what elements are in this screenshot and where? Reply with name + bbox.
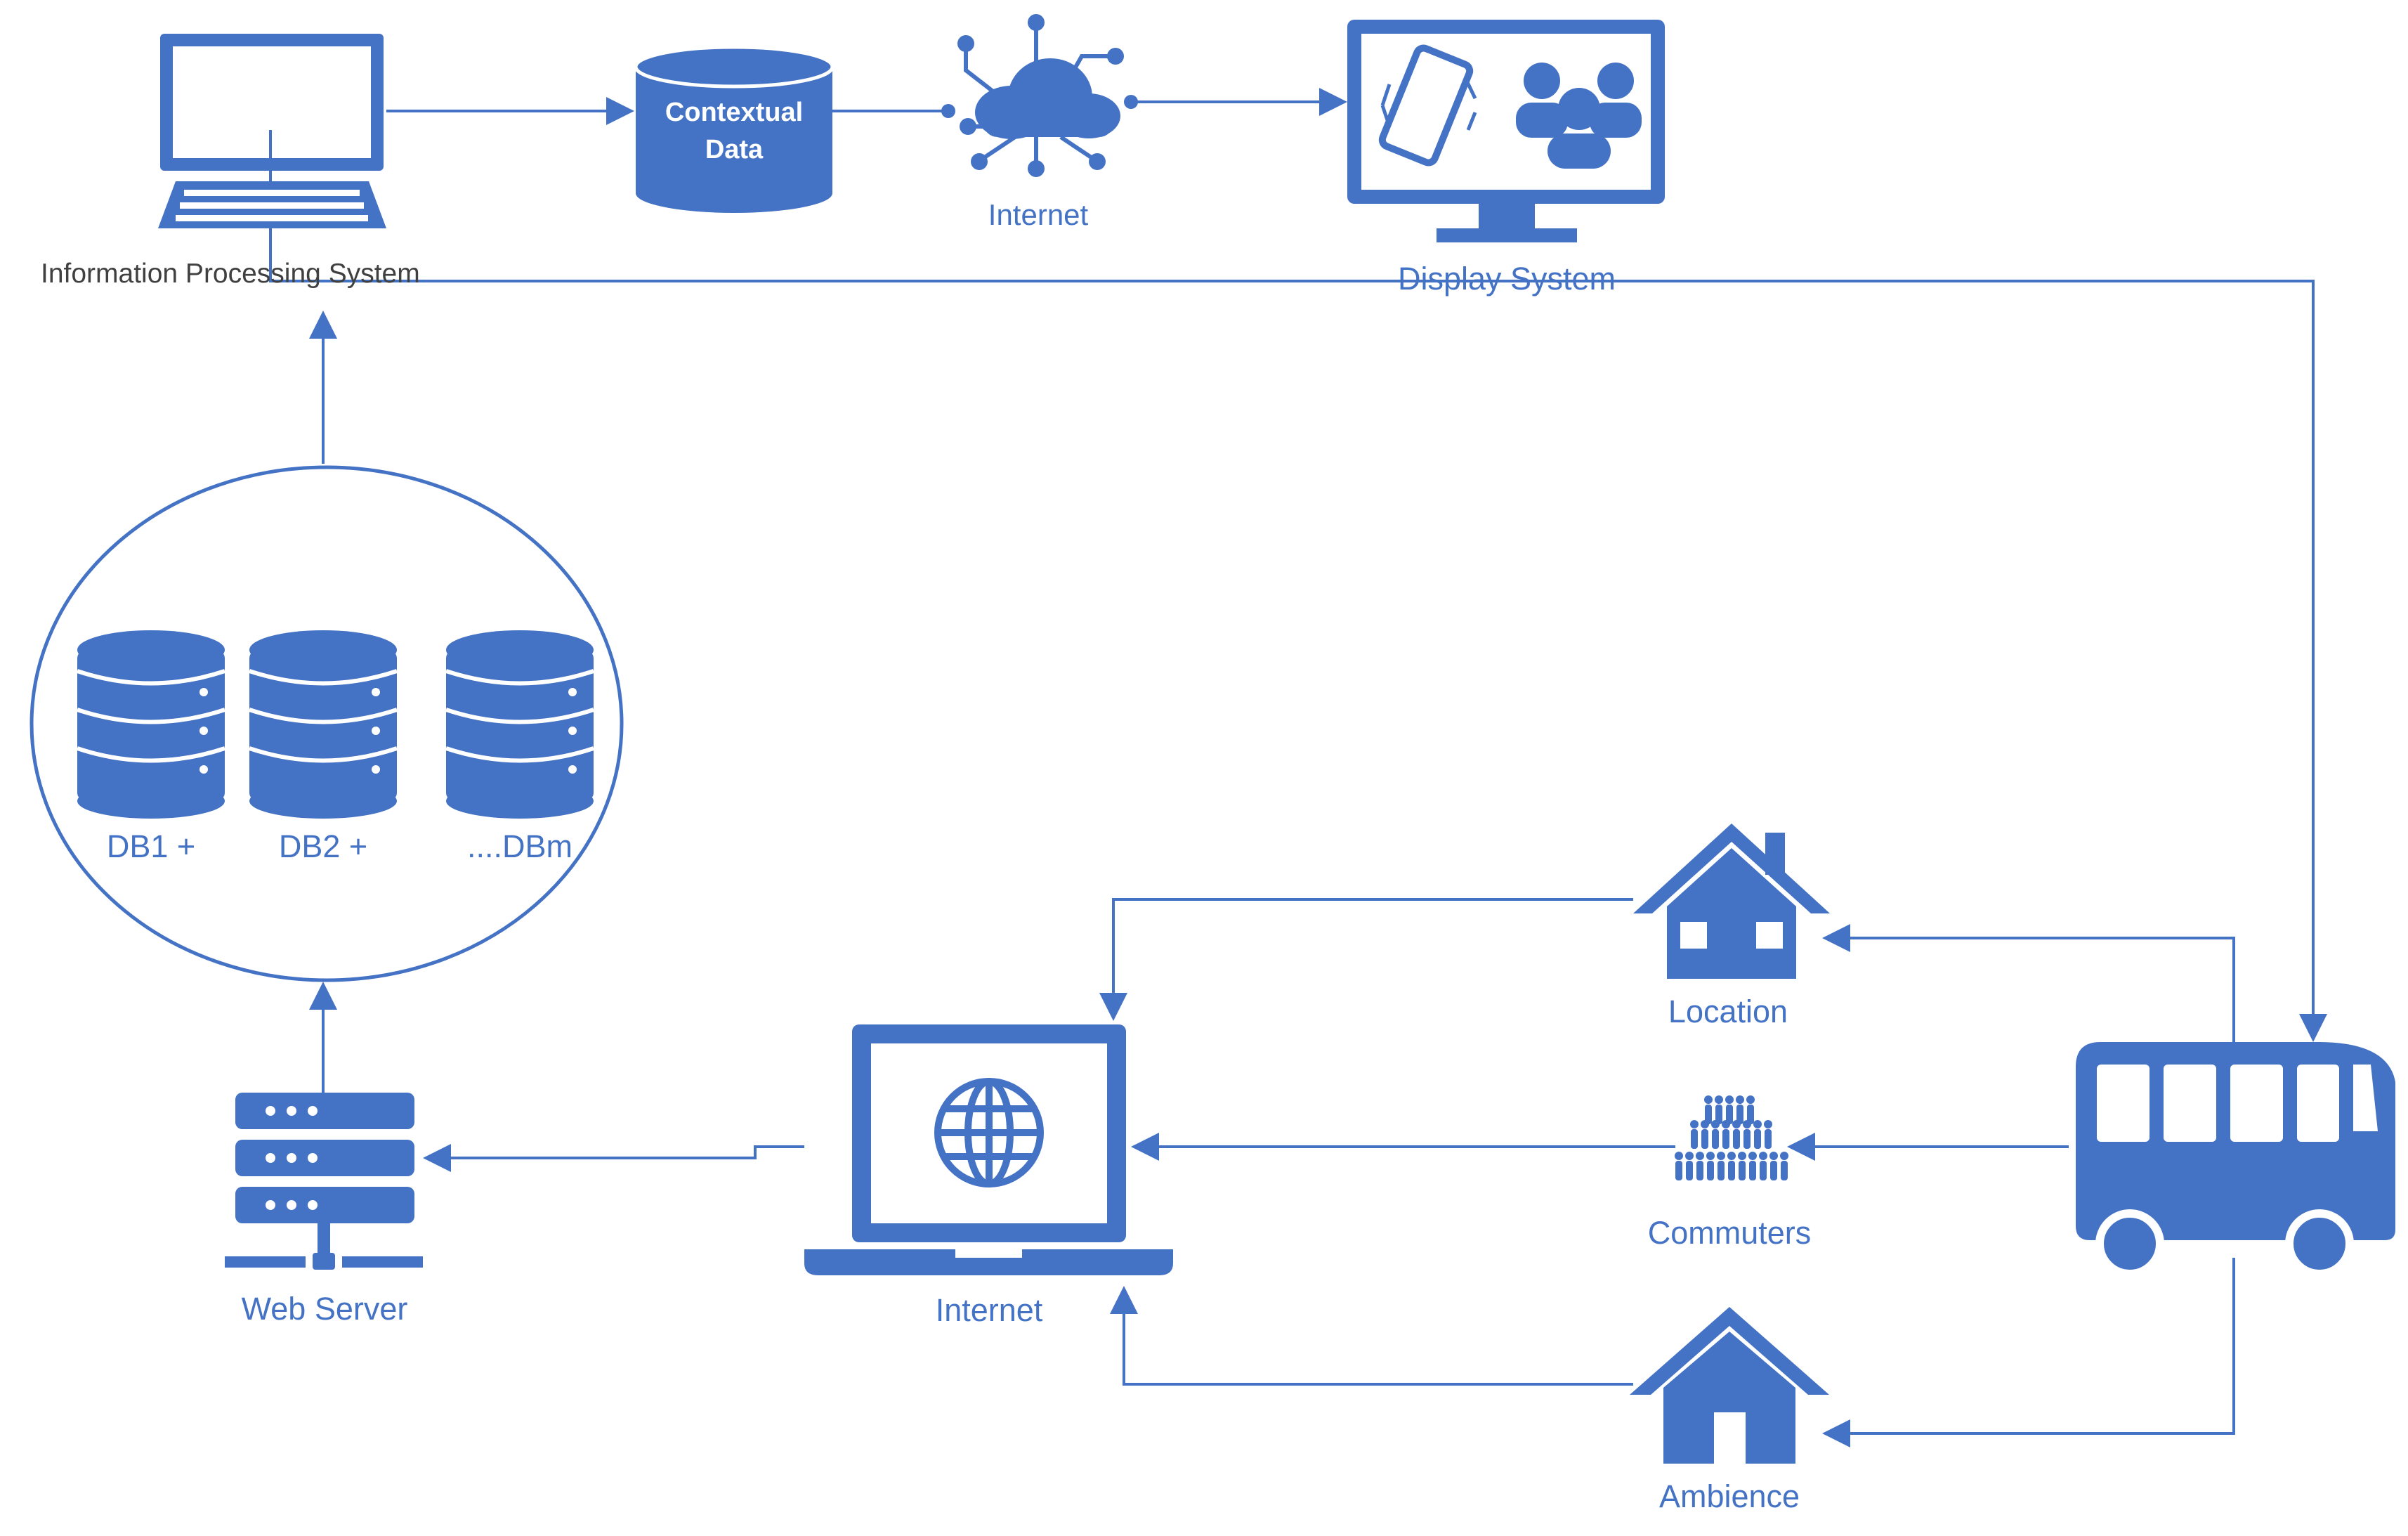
location-label: Location (1668, 994, 1788, 1029)
person-body (1765, 1129, 1772, 1149)
person-head (1780, 1152, 1788, 1160)
person-body (1722, 1129, 1729, 1149)
person-body (1747, 1105, 1754, 1124)
arrow-bus-to-location (1822, 924, 2235, 1054)
db2-label: DB2 + (279, 828, 367, 864)
crowd-icon (1675, 1095, 1788, 1180)
person-head (1725, 1095, 1734, 1104)
person-head (1732, 1120, 1741, 1128)
person-body (1760, 1161, 1767, 1180)
person-body (1675, 1161, 1682, 1180)
person-head (1743, 1120, 1751, 1128)
db1-label: DB1 + (107, 828, 195, 864)
desktop-computer-icon (158, 34, 386, 228)
ambience-house-icon (1630, 1307, 1829, 1464)
person-body (1733, 1129, 1740, 1149)
person-head (1706, 1152, 1715, 1160)
person-head (1696, 1152, 1704, 1160)
bus-icon (2076, 1042, 2395, 1278)
person-body (1736, 1105, 1743, 1124)
people-icon (1516, 63, 1642, 169)
monitor-display-icon (1347, 20, 1665, 242)
contextual-data-label-line2: Data (705, 135, 764, 164)
arrow-ambience-to-internet (1110, 1286, 1633, 1386)
person-head (1711, 1120, 1720, 1128)
server-rack-icon (225, 1093, 423, 1270)
person-body (1717, 1161, 1725, 1180)
database-icon-db1 (77, 630, 225, 819)
internet-cloud-label: Internet (988, 198, 1089, 231)
person-body (1701, 1129, 1708, 1149)
person-head (1704, 1095, 1713, 1104)
ambience-label: Ambience (1659, 1478, 1800, 1514)
person-head (1722, 1120, 1730, 1128)
laptop-globe-icon (804, 1024, 1173, 1275)
person-head (1738, 1152, 1746, 1160)
person-head (1717, 1152, 1725, 1160)
person-body (1691, 1129, 1698, 1149)
globe-icon (934, 1078, 1044, 1187)
internet-laptop-label: Internet (936, 1292, 1043, 1328)
display-system-label: Display System (1398, 261, 1616, 297)
person-body (1743, 1129, 1751, 1149)
arrow-laptop-to-webserver (423, 1144, 804, 1172)
web-server-label: Web Server (242, 1291, 408, 1327)
location-house-icon (1633, 824, 1830, 979)
database-icon-db2 (249, 630, 398, 819)
person-body (1739, 1161, 1746, 1180)
arrow-location-to-internet (1099, 898, 1633, 1021)
person-body (1707, 1161, 1714, 1180)
person-head (1675, 1152, 1683, 1160)
person-head (1764, 1120, 1772, 1128)
person-body (1749, 1161, 1756, 1180)
person-head (1727, 1152, 1736, 1160)
arrow-bus-to-ambience (1822, 1258, 2235, 1447)
person-body (1696, 1161, 1703, 1180)
person-body (1705, 1105, 1712, 1124)
dbm-label: ....DBm (467, 828, 572, 864)
information-processing-label: Information Processing System (41, 259, 420, 289)
database-icon-dbm (445, 630, 594, 819)
person-body (1686, 1161, 1693, 1180)
person-body (1728, 1161, 1735, 1180)
person-body (1712, 1129, 1719, 1149)
commuters-label: Commuters (1648, 1215, 1812, 1251)
person-head (1701, 1120, 1709, 1128)
person-head (1736, 1095, 1744, 1104)
person-body (1781, 1161, 1788, 1180)
person-head (1690, 1120, 1699, 1128)
contextual-data-database-icon (634, 45, 835, 213)
person-head (1746, 1095, 1755, 1104)
person-head (1769, 1152, 1778, 1160)
tablet-icon (1378, 44, 1477, 167)
cloud-network-icon (941, 14, 1138, 177)
person-body (1754, 1129, 1761, 1149)
contextual-data-label-line1: Contextual (665, 98, 803, 127)
person-body (1715, 1105, 1722, 1124)
person-head (1759, 1152, 1767, 1160)
person-head (1715, 1095, 1723, 1104)
person-body (1770, 1161, 1777, 1180)
person-head (1753, 1120, 1762, 1128)
person-head (1685, 1152, 1694, 1160)
person-body (1726, 1105, 1733, 1124)
person-head (1748, 1152, 1757, 1160)
